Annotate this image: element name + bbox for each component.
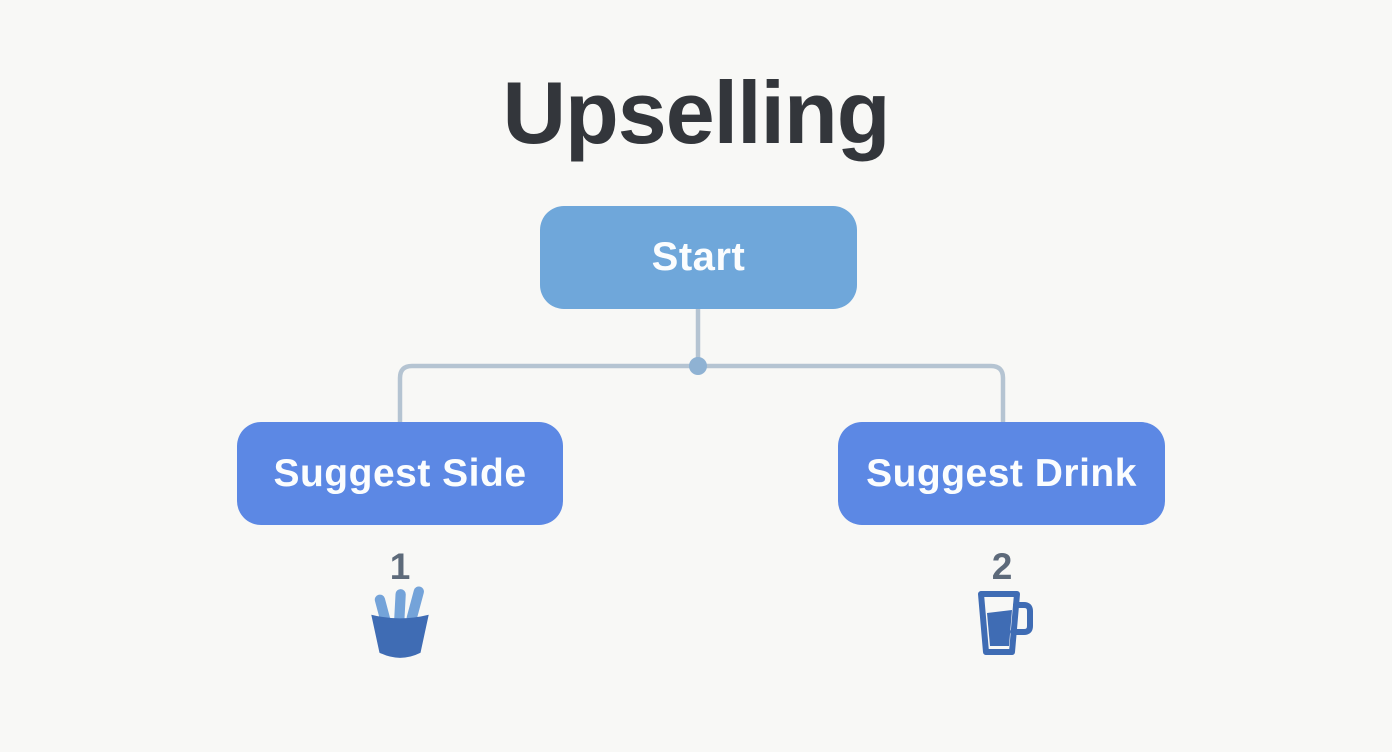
suggest-side-node-label: Suggest Side [273, 451, 527, 495]
page-title: Upselling [502, 63, 890, 162]
step-number-drink: 2 [991, 546, 1013, 587]
suggest-drink-node[interactable]: Suggest Drink [838, 422, 1165, 525]
mug-icon [942, 585, 1062, 665]
start-node[interactable]: Start [540, 206, 857, 309]
connector-branch [397, 363, 1006, 426]
start-node-label: Start [651, 235, 746, 279]
suggest-side-node[interactable]: Suggest Side [237, 422, 563, 525]
step-number-side: 1 [389, 546, 411, 587]
junction-dot [689, 357, 707, 375]
suggest-drink-node-label: Suggest Drink [866, 451, 1137, 495]
fries-icon [340, 585, 460, 665]
